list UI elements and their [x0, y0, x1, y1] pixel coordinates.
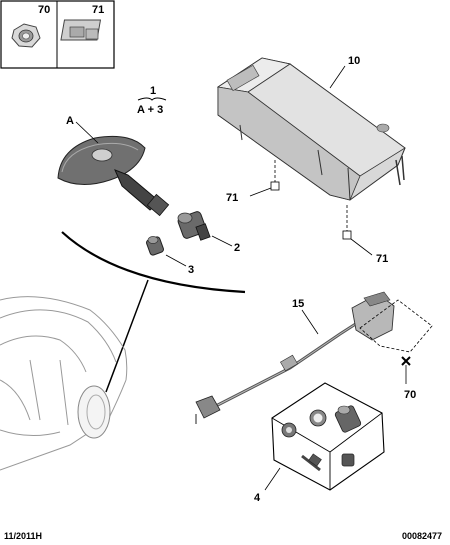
leader-71-right-label [350, 238, 373, 256]
leader-71-left-label [249, 187, 272, 197]
callout-4: 4 [254, 492, 261, 504]
callout-71-left: 71 [226, 192, 238, 204]
clip-icon [60, 19, 102, 41]
leader-10 [329, 65, 346, 89]
callout-1-bracket [137, 97, 167, 101]
magnification-pointer [105, 279, 149, 393]
control-module [216, 57, 406, 201]
diagram-reference-number: 00082477 [401, 531, 442, 541]
diagram-date-code: 11/2011H [4, 531, 43, 541]
callout-70-mid: 70 [404, 389, 416, 401]
callout-15: 15 [292, 298, 304, 310]
callout-2: 2 [234, 242, 240, 254]
car-outline [0, 296, 128, 471]
callout-10: 10 [348, 55, 360, 67]
leader-3 [165, 254, 187, 267]
callout-1: 1 [150, 85, 156, 97]
callout-1-subtitle: A + 3 [137, 104, 163, 116]
callout-A: A [66, 115, 74, 127]
antenna-mount-outline [359, 299, 433, 353]
leader-A [75, 121, 99, 144]
valve-cap [177, 211, 211, 241]
leader-4 [264, 467, 281, 491]
clip-marker-left [270, 181, 280, 191]
clip-marker-right [342, 230, 352, 240]
nut-icon [11, 23, 41, 48]
repair-kit-box [271, 382, 385, 491]
valve-nut [146, 236, 164, 256]
magnification-arc [61, 231, 246, 294]
leader-2 [211, 235, 233, 247]
callout-71-top: 71 [92, 4, 104, 16]
antenna-harness [195, 291, 395, 424]
callout-70-top: 70 [38, 4, 50, 16]
callout-71-right: 71 [376, 253, 388, 265]
callout-3: 3 [188, 264, 194, 276]
cross-marker [401, 356, 411, 366]
leader-15 [301, 309, 319, 335]
pressure-sensor [57, 135, 170, 217]
